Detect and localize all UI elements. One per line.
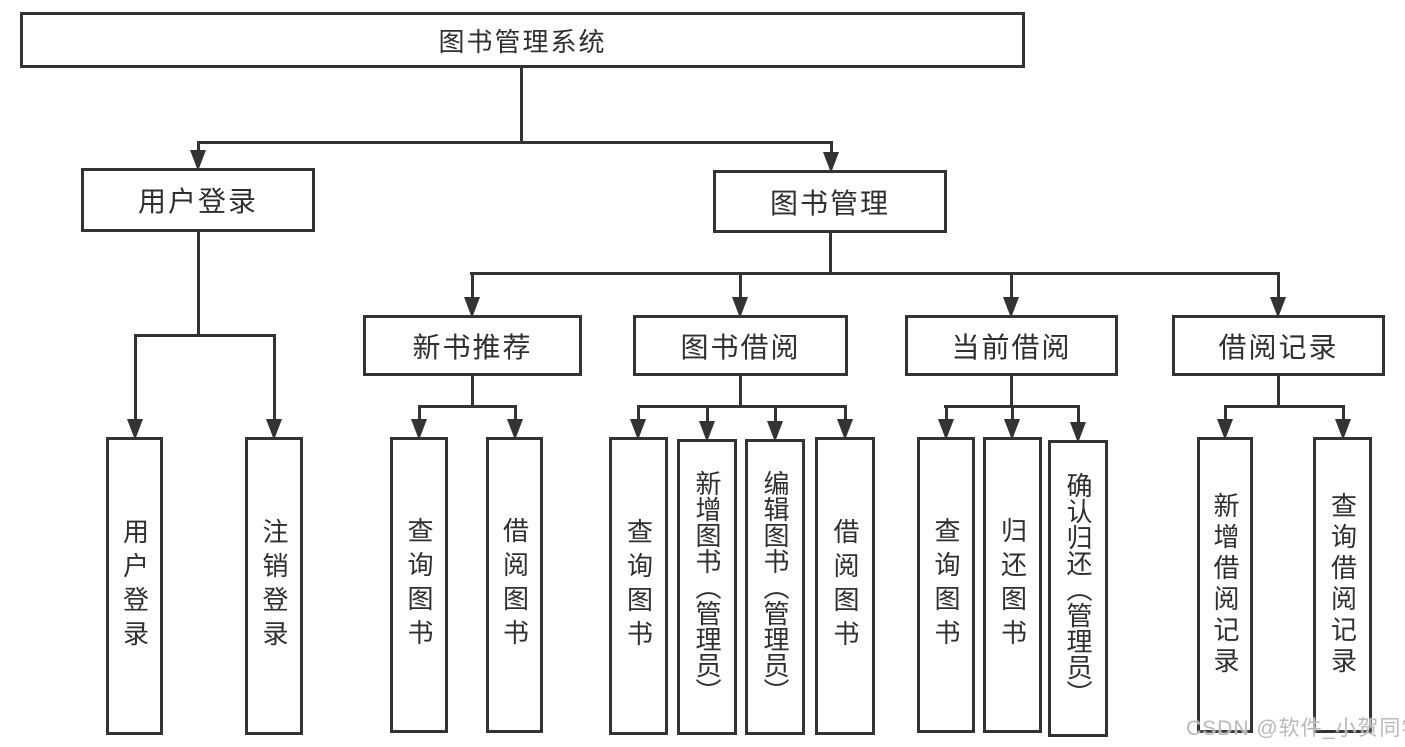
connector-segment (470, 272, 1280, 275)
node-leaf-confirm-return: 确认归还（管理员） (1048, 440, 1108, 737)
connector-segment (1224, 405, 1345, 408)
node-leaf-add-borrow-record: 新增借阅记录 (1197, 437, 1253, 733)
node-leaf-logout: 注销登录 (245, 437, 303, 735)
connector-segment (133, 334, 137, 424)
node-leaf-query-book-borrow: 查询图书 (609, 437, 668, 735)
connector-segment (417, 405, 421, 424)
node-label: 新增图书（管理员） (692, 470, 722, 704)
connector-segment (134, 334, 276, 337)
arrow-down-icon (1004, 419, 1020, 440)
node-leaf-borrow-book-2: 借阅图书 (815, 437, 875, 735)
connector-segment (739, 376, 742, 408)
node-label: 借阅图书 (830, 518, 860, 654)
node-label: 用户登录 (119, 518, 150, 654)
node-branch-book-borrow: 图书借阅 (633, 315, 848, 376)
arrow-down-icon (630, 419, 646, 440)
arrow-down-icon (1217, 419, 1233, 440)
node-leaf-query-book-rec: 查询图书 (390, 437, 448, 733)
connector-segment (197, 232, 200, 336)
node-branch-book-management: 图书管理 (713, 170, 947, 233)
arrow-down-icon (127, 419, 143, 440)
arrow-down-icon (1070, 422, 1086, 443)
node-label: 图书借阅 (680, 331, 801, 363)
node-leaf-borrow-book-rec: 借阅图书 (486, 437, 543, 733)
connector-segment (272, 334, 276, 424)
node-leaf-query-book-cur: 查询图书 (917, 437, 975, 733)
connector-segment (513, 405, 517, 424)
arrow-down-icon (190, 150, 206, 171)
node-label: 图书管理 (769, 187, 890, 219)
node-leaf-edit-book-admin: 编辑图书（管理员） (745, 439, 805, 735)
node-root-system: 图书管理系统 (20, 12, 1025, 68)
arrow-down-icon (1335, 419, 1351, 440)
node-label: 归还图书 (997, 517, 1028, 653)
node-label: 用户登录 (137, 186, 258, 217)
connector-segment (843, 405, 847, 424)
node-label: 查询图书 (931, 517, 961, 653)
node-branch-borrow-record: 借阅记录 (1172, 315, 1385, 376)
node-label: 当前借阅 (951, 331, 1072, 363)
node-leaf-add-book-admin: 新增图书（管理员） (677, 439, 737, 735)
connector-segment (1009, 272, 1013, 302)
connector-segment (470, 272, 474, 302)
arrow-down-icon (464, 297, 480, 318)
connector-segment (1341, 405, 1345, 424)
node-label: 借阅图书 (499, 517, 530, 653)
connector-segment (471, 376, 474, 408)
node-label: 图书管理系统 (438, 26, 607, 57)
node-label: 注销登录 (259, 518, 289, 654)
arrow-down-icon (837, 419, 853, 440)
arrow-down-icon (938, 419, 954, 440)
node-leaf-query-borrow-record: 查询借阅记录 (1313, 437, 1372, 733)
arrow-down-icon (1270, 297, 1286, 318)
node-label: 确认归还（管理员） (1063, 471, 1093, 706)
arrow-down-icon (411, 419, 427, 440)
connector-segment (829, 141, 833, 157)
connector-segment (1276, 272, 1280, 302)
node-branch-user-login: 用户登录 (81, 168, 315, 232)
connector-segment (196, 141, 200, 155)
node-label: 编辑图书（管理员） (760, 470, 790, 704)
node-label: 查询图书 (404, 517, 434, 653)
node-label: 新书推荐 (412, 331, 533, 363)
arrow-down-icon (823, 152, 839, 173)
node-branch-current-borrow: 当前借阅 (905, 315, 1118, 376)
node-label: 查询图书 (623, 518, 654, 654)
arrow-down-icon (732, 297, 748, 318)
node-leaf-user-login: 用户登录 (106, 437, 163, 735)
connector-segment (197, 141, 833, 144)
arrow-down-icon (1003, 297, 1019, 318)
arrow-down-icon (699, 421, 715, 442)
connector-segment (418, 405, 517, 408)
arrow-down-icon (767, 421, 783, 442)
connector-segment (773, 405, 777, 426)
connector-segment (705, 405, 709, 426)
connector-segment (1010, 376, 1013, 408)
arrow-down-icon (507, 419, 523, 440)
node-branch-new-book-rec: 新书推荐 (363, 315, 582, 376)
connector-segment (636, 405, 640, 424)
connector-segment (1010, 405, 1014, 424)
node-leaf-return-book: 归还图书 (983, 437, 1042, 733)
connector-segment (1076, 405, 1080, 427)
csdn-watermark: CSDN @软件_小贺同学 (1186, 717, 1405, 740)
arrow-down-icon (266, 419, 282, 440)
connector-segment (520, 68, 523, 144)
connector-segment (738, 272, 742, 302)
node-label: 新增借阅记录 (1210, 492, 1240, 678)
connector-segment (1223, 405, 1227, 424)
connector-segment (829, 233, 832, 274)
connector-segment (944, 405, 948, 424)
node-label: 查询借阅记录 (1327, 492, 1358, 678)
connector-segment (637, 405, 847, 408)
connector-segment (1277, 376, 1280, 408)
node-label: 借阅记录 (1218, 331, 1339, 363)
